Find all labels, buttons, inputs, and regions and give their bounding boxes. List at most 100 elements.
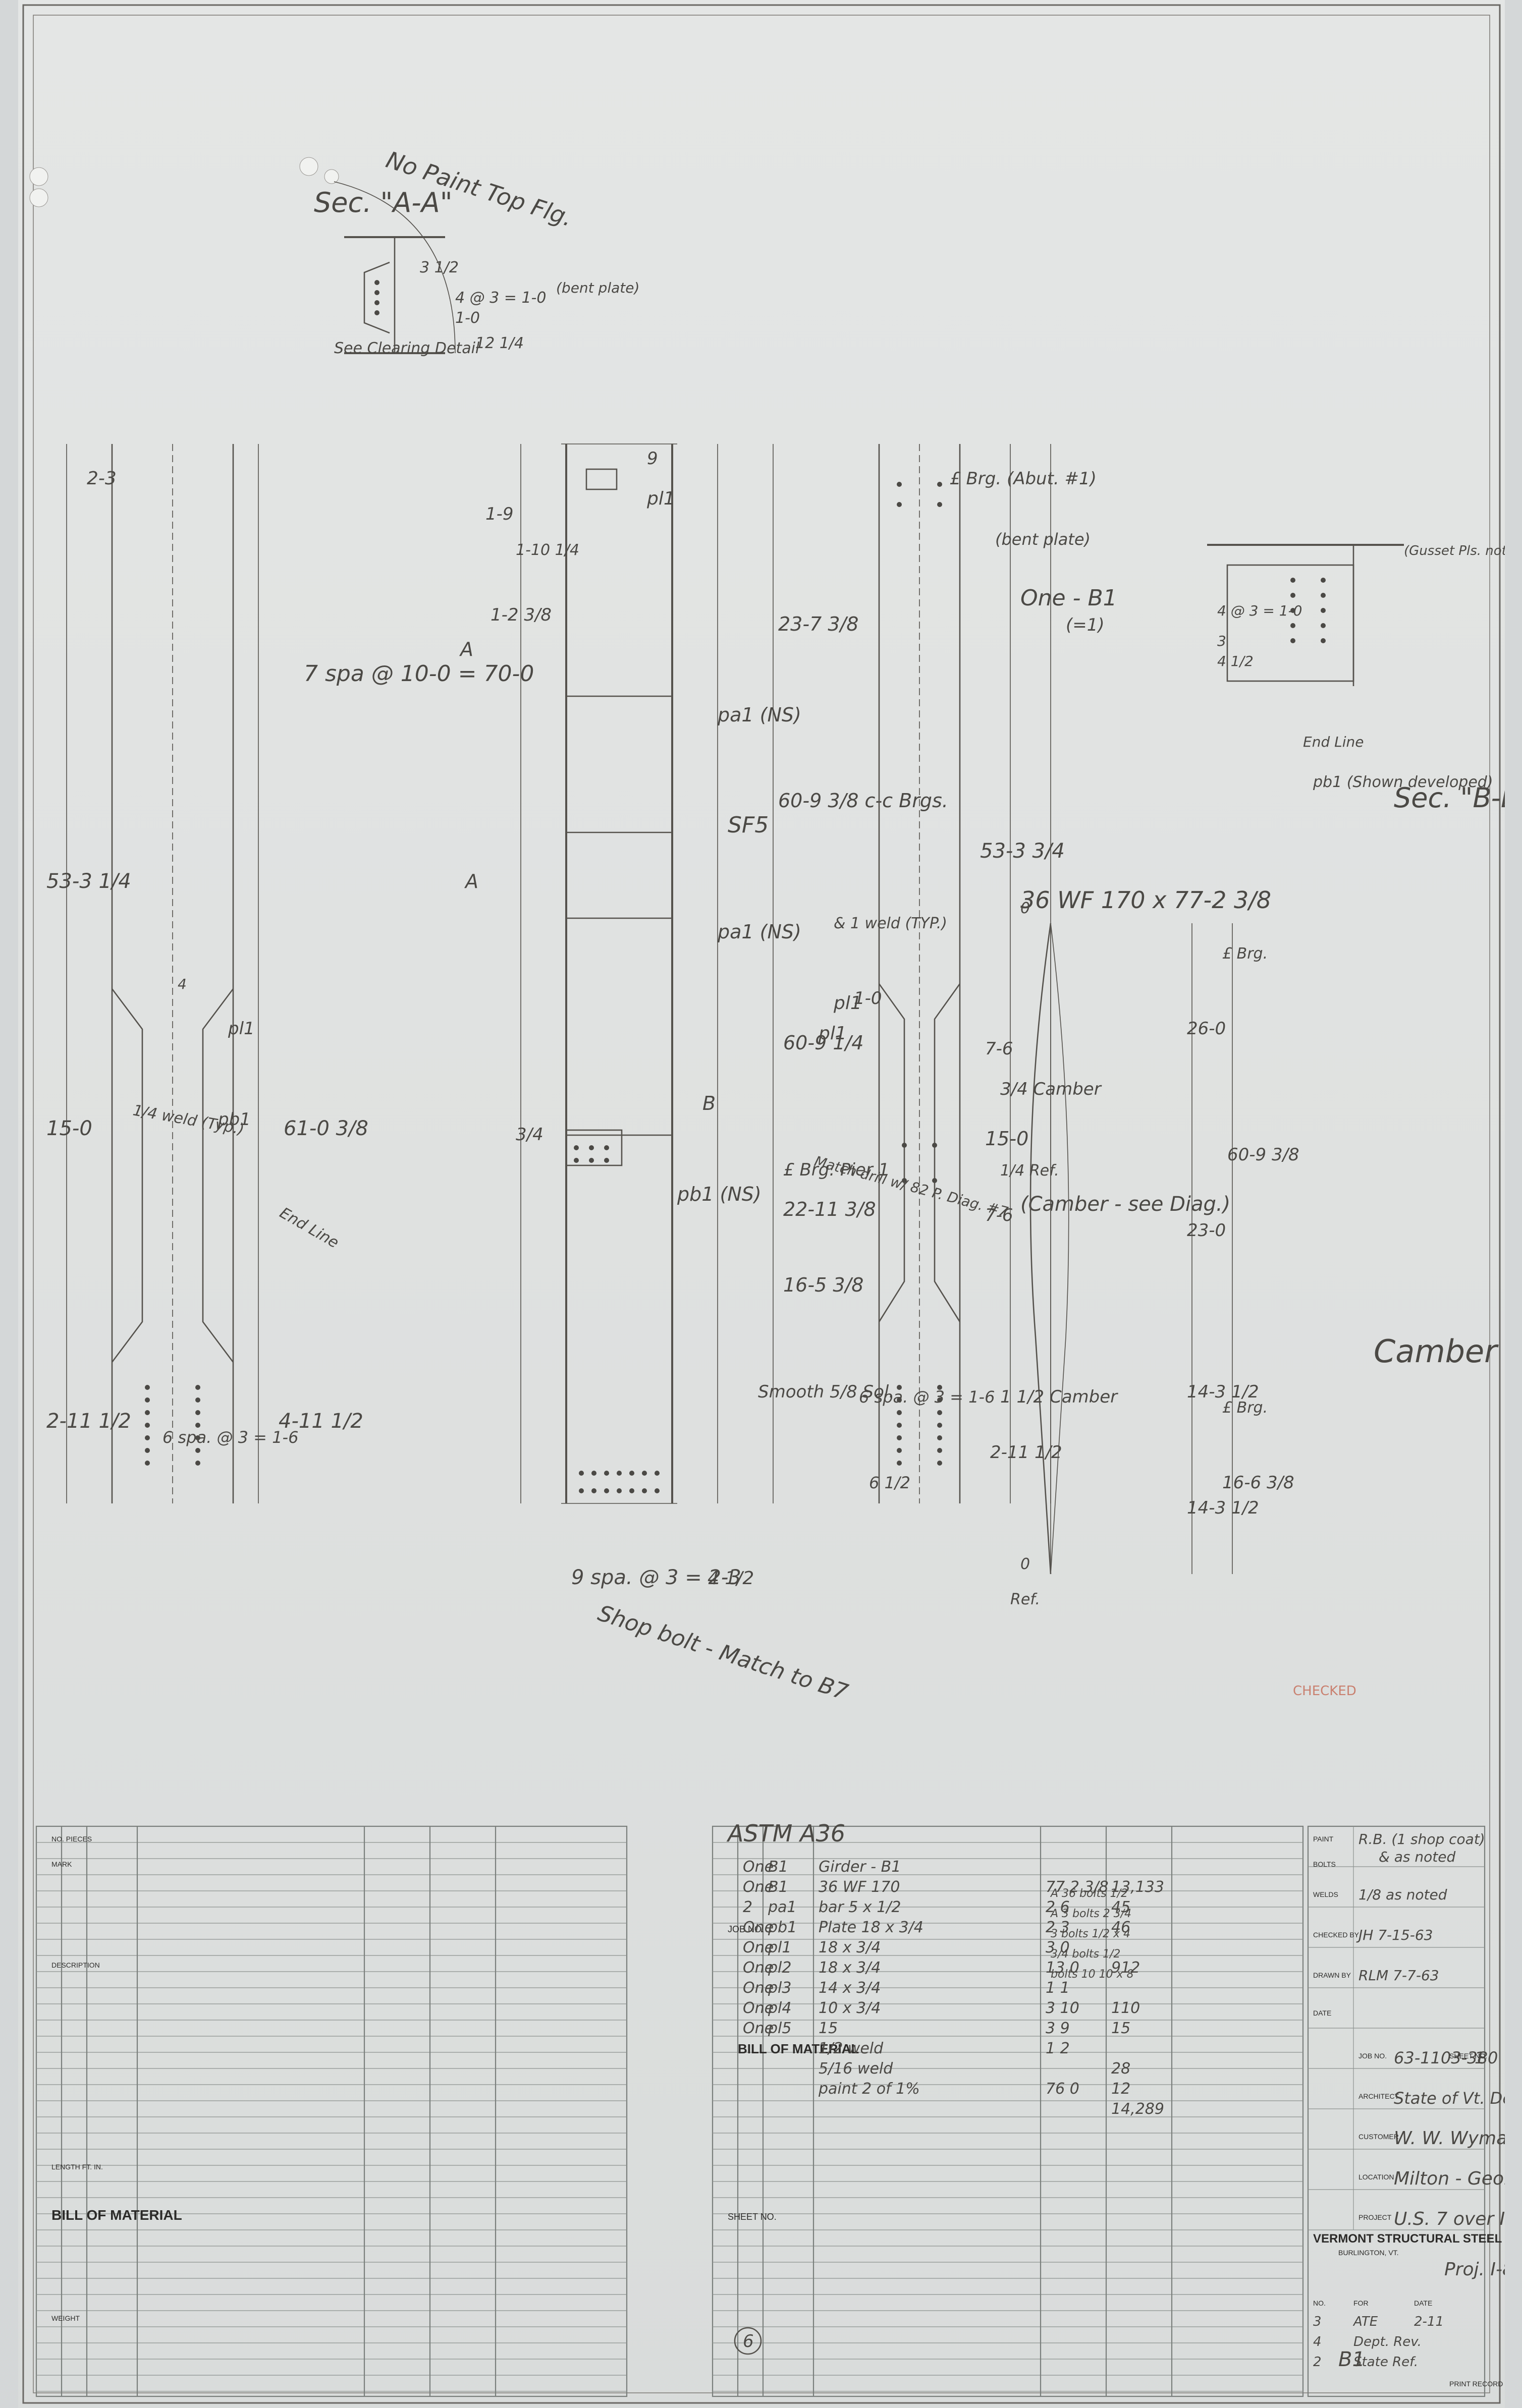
aa-dim: 4 @ 3 = 1-0 xyxy=(455,289,546,307)
bom-cell-mark: pl4 xyxy=(768,1999,791,2017)
brg-abut: £ Brg. (Abut. #1) xyxy=(950,469,1097,489)
bearing-plate xyxy=(565,1129,623,1166)
bom-main-frame xyxy=(712,1825,1304,2397)
cut-a: A xyxy=(459,638,473,660)
aa-title: Sec. "A-A" xyxy=(314,187,453,218)
weld-note: & 1 weld (TYP.) xyxy=(834,915,947,932)
bom-top-title: BILL OF MATERIAL xyxy=(51,2207,182,2223)
camber-zero: 0 xyxy=(1020,900,1030,917)
print-record-cell: 2-11 xyxy=(1414,2314,1444,2329)
camber-dim-60: 60-9 3/8 xyxy=(1227,1145,1299,1165)
bom-cell-desc: 18 x 3/4 xyxy=(819,1959,881,1977)
dim-1-10: 1-10 1/4 xyxy=(516,541,579,559)
print-record-header: FOR xyxy=(1353,2299,1369,2307)
camber-dim-16: 16-6 3/8 xyxy=(1222,1473,1294,1493)
bolt-spacing-end: 4 1/2 xyxy=(708,1568,754,1589)
girder-size: 36 WF 170 x 77-2 3/8 xyxy=(1020,886,1271,914)
end-plate-bolts xyxy=(897,482,942,1183)
end-line-b: End Line xyxy=(1303,734,1364,750)
bom-spec: ASTM A36 xyxy=(726,1820,845,1847)
print-record-cell: 2 xyxy=(1313,2355,1322,2370)
binder-hole xyxy=(29,188,48,207)
dim-1-2: 1-2 3/8 xyxy=(491,605,552,625)
top-flange-plan: 53-3 1/4 15-0 2-11 1/2 2-3 7 spa @ 10-0 … xyxy=(46,444,534,1503)
bb-dim: 4 1/2 xyxy=(1217,653,1254,669)
drawing-sheet: Sec. "A-A" 4 @ 3 = 1-0 1-0 12 1/4 3 1/2 … xyxy=(18,0,1522,2408)
shop-drawing-canvas: Sec. "A-A" 4 @ 3 = 1-0 1-0 12 1/4 3 1/2 … xyxy=(22,4,1522,2404)
pl1-label: pl1 xyxy=(818,1023,847,1044)
bom-main-grid xyxy=(713,1826,1303,2396)
bb-dim: 4 @ 3 = 1-0 xyxy=(1217,602,1302,619)
camber-dim-26: 26-0 xyxy=(1187,1019,1226,1039)
camber-title: Camber Diagram xyxy=(1374,1333,1505,1370)
pl1-label: pl1 xyxy=(833,993,862,1014)
bom-side-note: bolts 10 10 x 8 xyxy=(1051,1968,1134,1981)
dim-2-11: 2-11 1/2 xyxy=(990,1442,1062,1463)
bom-cell-pcs: One xyxy=(743,1878,774,1896)
bom-cell-len: 76 0 xyxy=(1046,2080,1079,2098)
sheet-label: SHEET NO. xyxy=(1449,2052,1487,2060)
welds-value: 1/8 as noted xyxy=(1358,1886,1447,1903)
print-record-cell: Dept. Rev. xyxy=(1353,2334,1422,2349)
cut-b: B xyxy=(702,1092,716,1114)
plate-label: pb1 xyxy=(218,1109,251,1130)
camber-curve xyxy=(1029,923,1052,1575)
company-city: BURLINGTON, VT. xyxy=(1338,2249,1399,2257)
camber-brg: £ Brg. xyxy=(1222,945,1268,963)
girder-elevation: SF5 60-9 3/8 c-c Brgs. 23-7 3/8 60-9 1/4… xyxy=(459,443,1097,1705)
bom-cell-len: 13 0 xyxy=(1046,1959,1079,1977)
dim-15-0: 15-0 xyxy=(46,1117,92,1140)
camber-diagram: Camber Diagram 3/4 Camber 1 1/2 Camber 1… xyxy=(1000,900,1522,1608)
bb-bolts xyxy=(1290,578,1326,643)
customer-value: W. W. Wymans, Inc. xyxy=(1394,2128,1505,2149)
bom-cell-pcs: One xyxy=(743,1919,774,1936)
dim-7-6: 7-6 xyxy=(985,1039,1013,1059)
bom-cell-desc: 15 xyxy=(819,2020,838,2037)
red-stamp: CHECKED xyxy=(1293,1684,1356,1699)
camber-label: 1 1/2 Camber xyxy=(1000,1387,1118,1407)
ship-note: Shop bolt - Match to B7 xyxy=(595,1600,851,1705)
drawn-label: DRAWN BY xyxy=(1313,1971,1351,1979)
job-label: JOB NO. xyxy=(1358,2052,1387,2060)
print-record-cell: State Ref. xyxy=(1353,2355,1418,2370)
dim-overall-mid: 53-3 3/4 xyxy=(980,839,1065,863)
bottom-flange-plan: One - B1 (=1) 36 WF 170 x 77-2 3/8 (Camb… xyxy=(812,444,1271,1503)
section-aa: Sec. "A-A" 4 @ 3 = 1-0 1-0 12 1/4 3 1/2 … xyxy=(314,146,639,357)
bom-cell-desc: Girder - B1 xyxy=(819,1858,901,1876)
stiffener-bolts xyxy=(574,1145,609,1163)
bom-cell-desc: Plate 18 x 3/4 xyxy=(819,1919,923,1936)
bom-cell-wt: 45 xyxy=(1111,1898,1130,1916)
dim-61-0: 61-0 3/8 xyxy=(284,1117,368,1140)
camber-note: (Camber - see Diag.) xyxy=(1020,1193,1230,1216)
bom-job-no: JOB NO. xyxy=(728,1924,764,1934)
bom-cell-wt: 912 xyxy=(1111,1959,1140,1977)
end-bolt-group xyxy=(579,1471,660,1493)
welds-label: WELDS xyxy=(1313,1890,1338,1898)
cover-plate-outline xyxy=(202,988,234,1363)
binder-hole xyxy=(29,167,48,186)
aa-dim: 3 1/2 xyxy=(420,259,459,276)
cut-a: A xyxy=(464,870,478,892)
camber-dim-23: 23-0 xyxy=(1187,1220,1226,1241)
title-block-frame xyxy=(1307,1825,1486,2397)
bom-cell-wt: 46 xyxy=(1111,1919,1130,1936)
bom-cell-pcs: One xyxy=(743,1979,774,1997)
bom-side-note: 3 bolts 1/2 x 4 xyxy=(1051,1928,1130,1940)
bearing-note: 60-9 3/8 c-c Brgs. xyxy=(778,790,948,812)
cover-plate-outline xyxy=(111,988,143,1363)
bom-cell-wt: 15 xyxy=(1111,2020,1130,2037)
dim-3-4: 3/4 xyxy=(516,1125,543,1145)
print-record-header: DATE xyxy=(1414,2299,1432,2307)
bom-cell-desc: 36 WF 170 xyxy=(819,1878,900,1896)
brg-pier: £ Brg. Pier 1 xyxy=(783,1160,889,1180)
print-record-label: PRINT RECORD xyxy=(1449,2380,1503,2388)
bom-cell-mark: pb1 xyxy=(768,1919,797,1936)
bom-cell-len: 1 1 xyxy=(1046,1979,1070,1997)
bom-cell-mark: pl2 xyxy=(768,1959,791,1977)
architect-label: ARCHITECT xyxy=(1358,2092,1399,2100)
bom-cell-mark: pl5 xyxy=(768,2020,791,2037)
plate-label: pl1 xyxy=(228,1019,255,1039)
print-record-header: NO. xyxy=(1313,2299,1326,2307)
dim-60-9: 60-9 1/4 xyxy=(783,1032,863,1054)
dim-4: 4 xyxy=(178,976,187,992)
